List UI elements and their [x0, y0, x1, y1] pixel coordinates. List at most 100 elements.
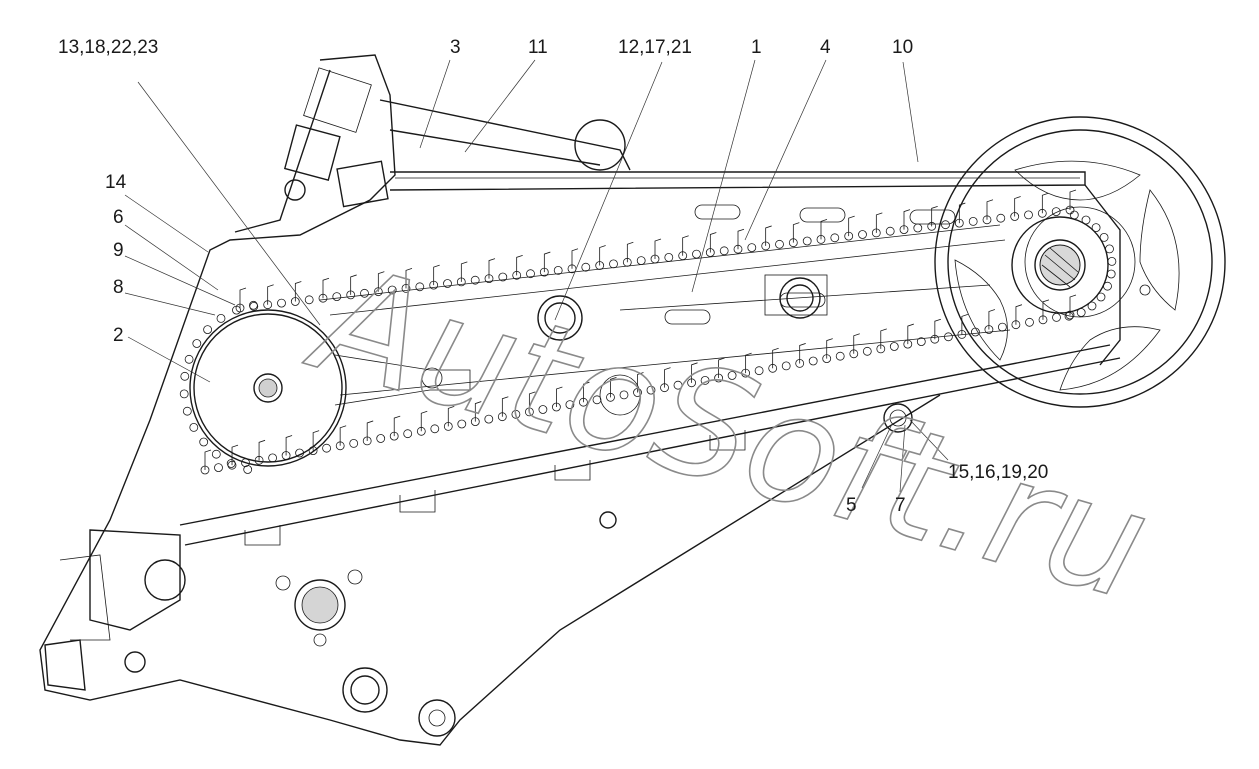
chain-link: [1064, 311, 1074, 321]
chain-link: [304, 295, 314, 305]
chain-link: [1091, 223, 1101, 233]
chain-link: [889, 342, 899, 351]
chain-link: [858, 230, 867, 239]
scraper-flight: [1042, 299, 1050, 320]
chain-link: [403, 429, 413, 439]
scraper-flight: [231, 444, 239, 466]
scraper-flight: [204, 449, 212, 470]
chain-link: [619, 390, 629, 400]
chain-link: [830, 233, 840, 243]
chain-link: [754, 366, 764, 376]
chain-link: [1107, 256, 1117, 266]
idler-drum: [189, 309, 471, 467]
chain-link: [457, 419, 467, 429]
chain-link: [1103, 281, 1112, 291]
scraper-flight: [848, 215, 855, 237]
chain-link: [179, 389, 189, 399]
chain-link: [1105, 244, 1114, 254]
chain-link: [192, 339, 202, 348]
chain-link: [443, 279, 452, 288]
scraper-flight: [799, 343, 806, 364]
chain-link: [1087, 301, 1097, 311]
chain-link: [802, 236, 812, 246]
chain-link: [1051, 207, 1061, 217]
scraper-flight: [1041, 192, 1049, 214]
chain-link: [747, 243, 757, 253]
chain-link: [673, 380, 683, 390]
scraper-flight: [765, 225, 772, 246]
scraper-flight: [1014, 196, 1021, 217]
chain-link: [322, 443, 332, 453]
callout-12-17-21: 12,17,21: [618, 37, 692, 58]
scraper-flight: [405, 268, 413, 289]
scraper-flight: [433, 264, 440, 286]
callout-4: 4: [820, 37, 831, 58]
scraper-flight: [1069, 189, 1077, 210]
chain-link: [226, 459, 236, 468]
chain-link: [268, 453, 278, 463]
chain-link: [692, 249, 701, 259]
scraper-flight: [322, 277, 330, 299]
scraper-flight: [285, 435, 293, 456]
chain-link: [581, 262, 591, 272]
scraper-flight: [682, 235, 689, 256]
callout-6: 6: [113, 207, 124, 228]
chain-link: [199, 437, 209, 447]
leader-lines: [124, 59, 949, 493]
chain-link: [232, 305, 241, 315]
scraper-flight: [934, 318, 941, 340]
scraper-chain: [179, 189, 1117, 475]
callout-5: 5: [846, 495, 857, 516]
chain-link: [1052, 312, 1061, 322]
scraper-flight: [543, 251, 551, 273]
scraper-flight: [853, 333, 860, 354]
chain-link: [1081, 215, 1091, 225]
scraper-flight: [556, 386, 563, 408]
chain-link: [415, 282, 425, 292]
main-frame: [39, 54, 1121, 746]
chain-link: [998, 322, 1007, 332]
scraper-flight: [312, 430, 320, 451]
chain-link: [211, 449, 221, 459]
scraper-flight: [958, 202, 966, 224]
chain-link: [636, 256, 646, 266]
chain-link: [470, 275, 480, 285]
scraper-flight: [501, 396, 509, 417]
chain-link: [916, 337, 926, 347]
chain-link: [526, 269, 535, 279]
chain-link: [203, 325, 213, 335]
chain-link: [1024, 210, 1033, 220]
scraper-flight: [339, 425, 347, 446]
scraper-flight: [420, 410, 428, 432]
scraper-flight: [474, 401, 482, 422]
scraper-flight: [294, 281, 302, 302]
callout-14: 14: [105, 172, 127, 193]
scraper-flight: [988, 309, 996, 330]
chain-link: [277, 298, 286, 308]
chain-link: [700, 375, 710, 385]
chain-link: [360, 288, 369, 298]
scraper-flight: [447, 406, 455, 427]
chain-link: [781, 361, 791, 371]
chain-link: [944, 332, 953, 342]
scraper-flight: [820, 219, 828, 240]
chain-link: [565, 400, 575, 410]
chain-link: [1096, 292, 1106, 302]
scraper-flight: [571, 248, 579, 269]
callout-labels: 13,18,22,23 3 11 12,17,21 1 4 10 14 6 9 …: [58, 37, 1048, 516]
chain-link: [968, 216, 978, 226]
chain-link: [1076, 308, 1086, 317]
scraper-flight: [737, 228, 745, 250]
chain-link: [430, 424, 440, 434]
scraper-flight: [709, 232, 717, 253]
chain-link: [376, 434, 386, 443]
watermark: AutoSoft.ru: [292, 230, 1166, 634]
callout-1: 1: [751, 37, 762, 58]
scraper-flight: [691, 362, 698, 383]
scraper-flight: [583, 381, 590, 403]
scraper-flight: [377, 271, 385, 292]
chain-link: [184, 354, 194, 364]
chain-link: [646, 385, 656, 395]
chain-link: [996, 213, 1006, 223]
